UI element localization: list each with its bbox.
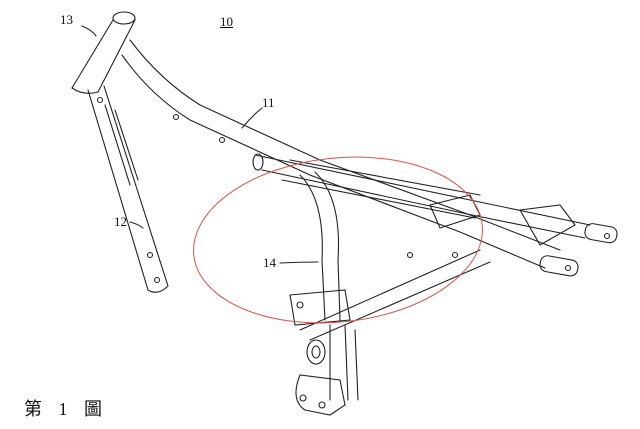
- leader-11: [241, 107, 263, 129]
- top-tube: [121, 39, 561, 269]
- leader-14: [279, 261, 319, 264]
- label-seat-tube: 14: [263, 255, 276, 270]
- figure-caption: 第 1 圖: [24, 399, 108, 419]
- label-down-tube: 12: [114, 214, 127, 229]
- label-head-tube: 13: [60, 12, 73, 27]
- label-top-tube: 11: [262, 95, 275, 110]
- label-assembly: 10: [220, 14, 233, 29]
- rear-upper-tubes: [252, 153, 618, 277]
- down-tube: [87, 85, 169, 293]
- leader-13: [81, 25, 97, 37]
- highlight-circle: [193, 156, 483, 324]
- head-tube: [71, 11, 136, 94]
- bottom-bracket: [295, 324, 359, 416]
- leader-12: [129, 221, 144, 229]
